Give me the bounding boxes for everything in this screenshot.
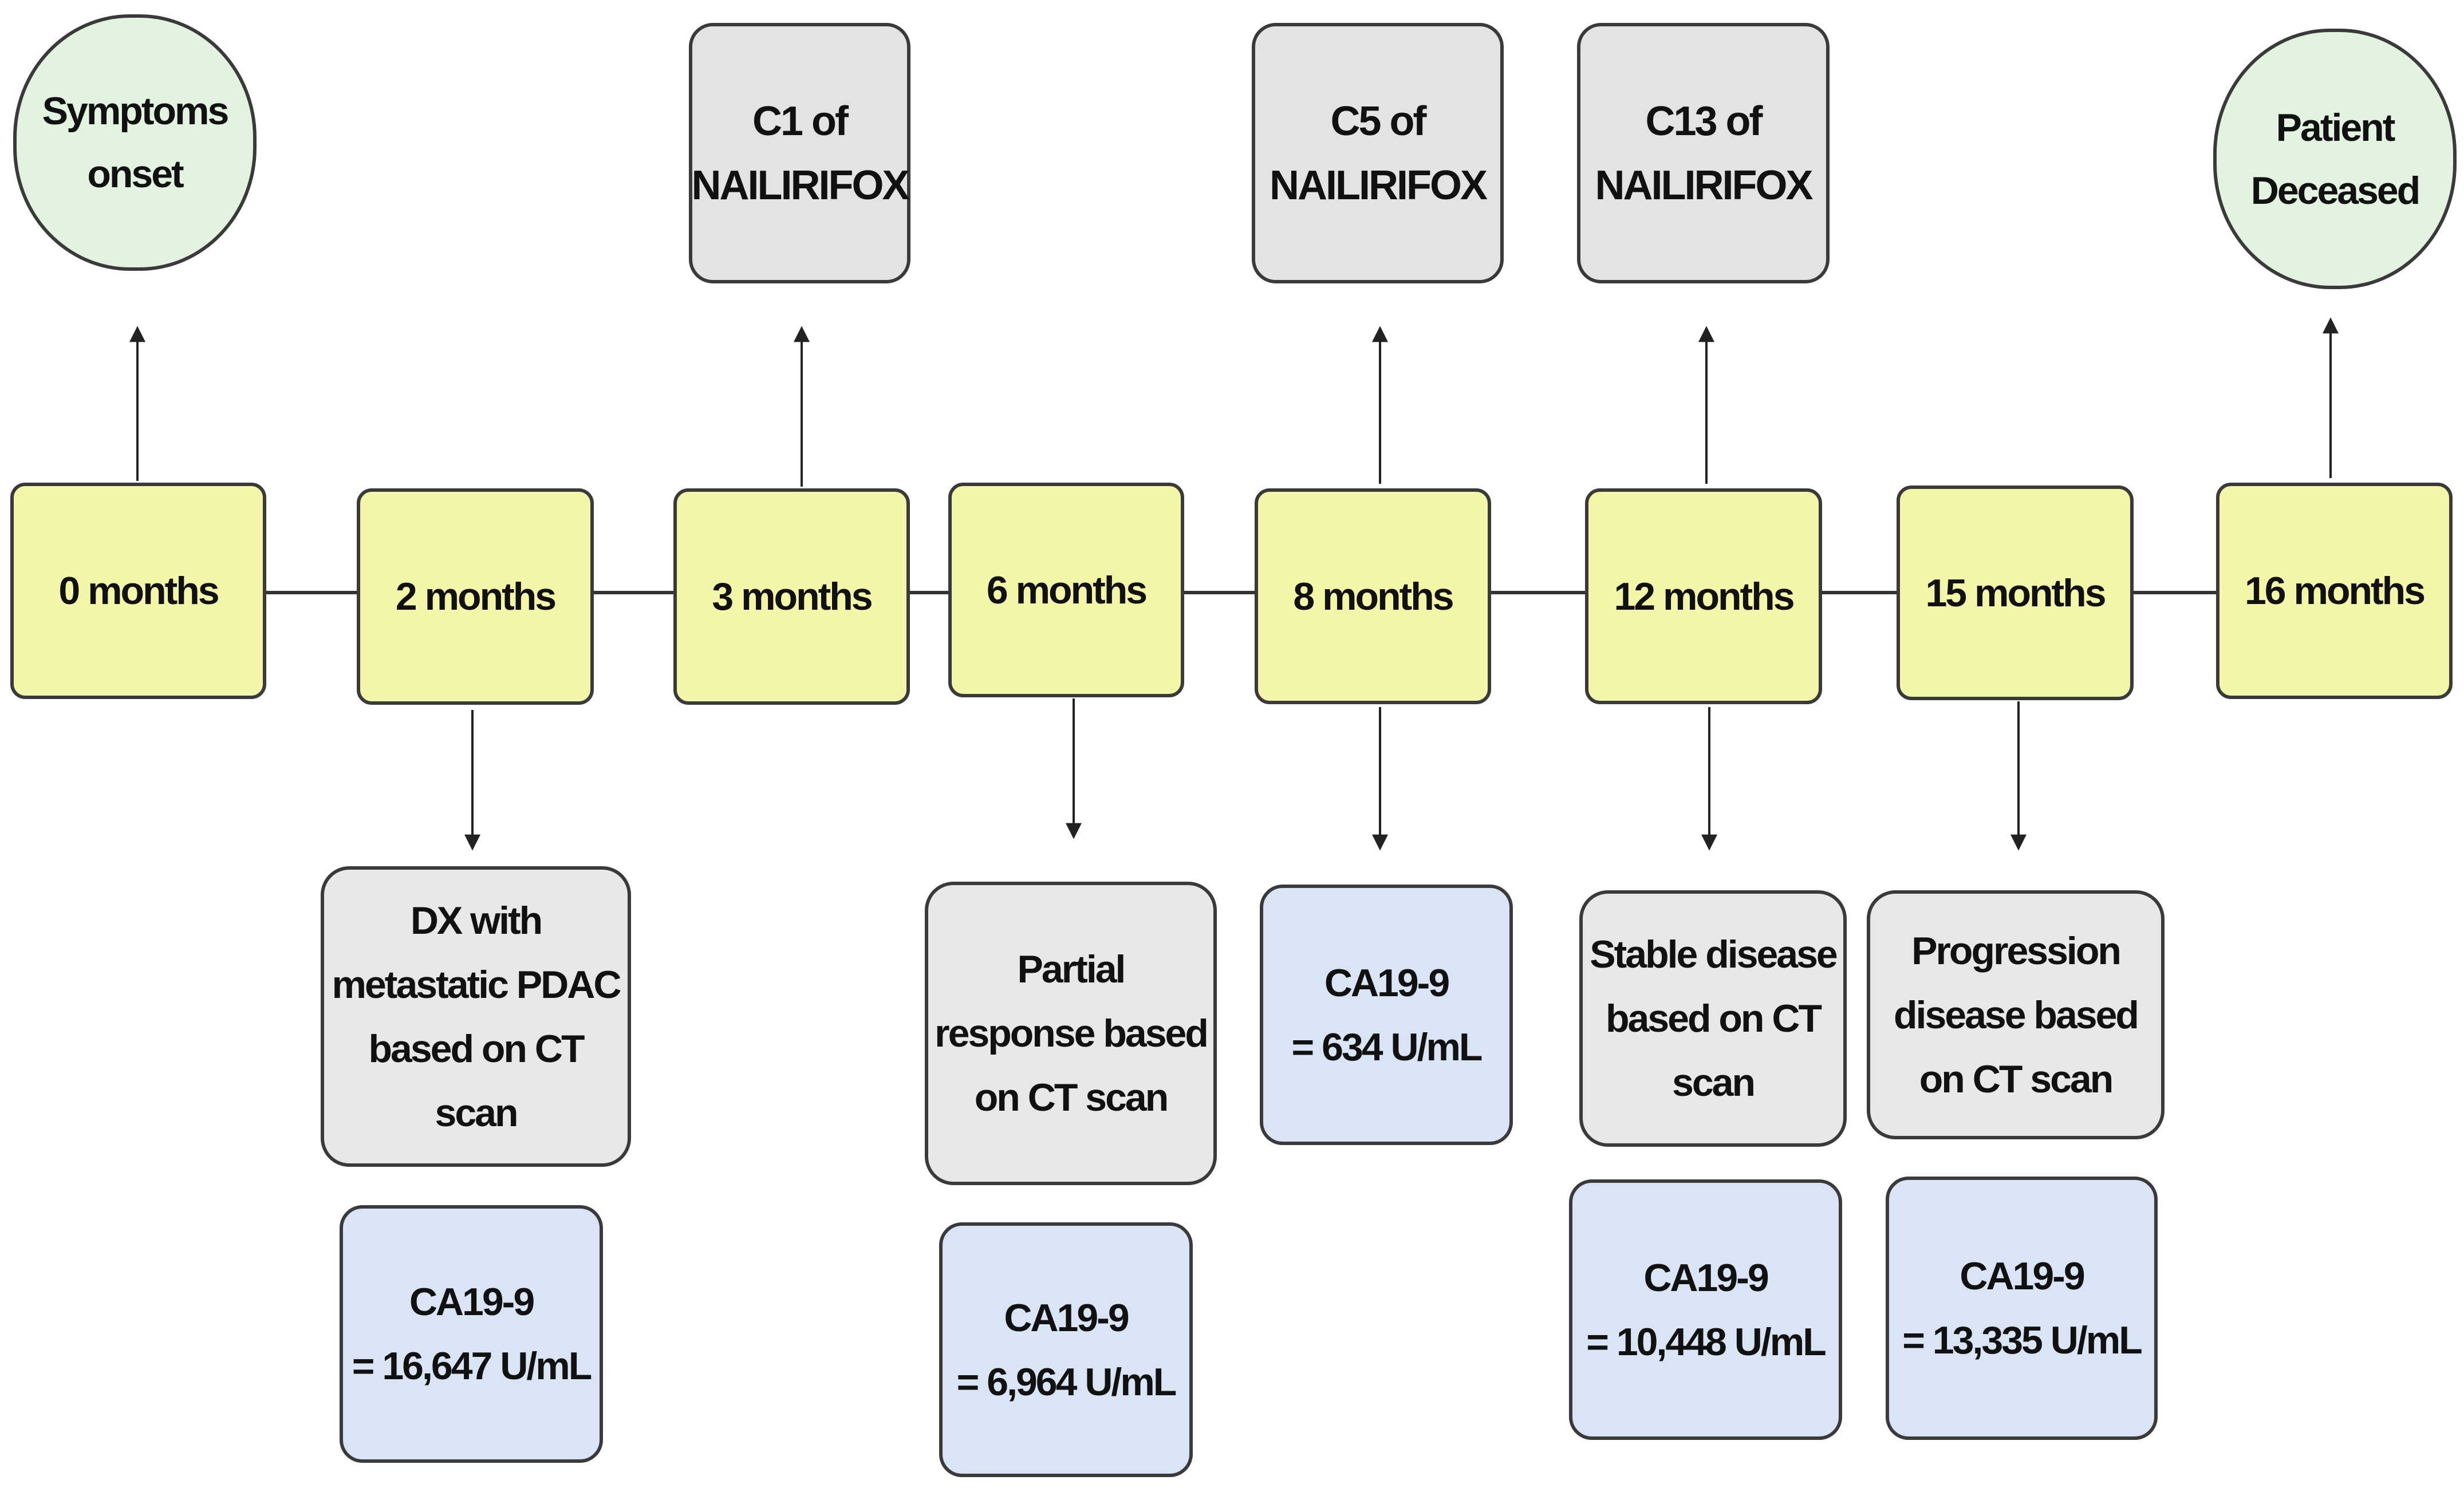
finding-line: Progression xyxy=(1911,929,2122,973)
marker-name: CA19-9 xyxy=(1004,1296,1129,1340)
timepoint-label: 16 months xyxy=(2244,569,2426,613)
event-line: Deceased xyxy=(2250,168,2421,212)
timepoint-label: 6 months xyxy=(986,568,1148,612)
finding-line: on CT scan xyxy=(974,1076,1169,1119)
treatment-line: C13 of xyxy=(1645,98,1763,144)
finding-stable-disease: Stable disease based on CT scan xyxy=(1579,890,1847,1147)
treatment-c1: C1 of NAILIRIFOX xyxy=(689,23,910,283)
treatment-line: C5 of xyxy=(1330,98,1427,144)
event-symptoms-onset: Symptoms onset xyxy=(13,14,257,271)
event-patient-deceased: Patient Deceased xyxy=(2213,29,2457,289)
finding-line: Stable disease xyxy=(1590,933,1838,976)
timepoint-label: 0 months xyxy=(58,569,219,613)
timepoint-2-months: 2 months xyxy=(357,488,594,705)
timepoint-6-months: 6 months xyxy=(948,483,1184,697)
timepoint-label: 3 months xyxy=(712,575,873,618)
timepoint-label: 8 months xyxy=(1293,574,1454,618)
finding-line: DX with xyxy=(410,898,543,942)
finding-progression: Progression disease based on CT scan xyxy=(1867,890,2165,1139)
treatment-c13: C13 of NAILIRIFOX xyxy=(1577,23,1830,283)
marker-value: = 634 U/mL xyxy=(1291,1025,1483,1069)
marker-name: CA19-9 xyxy=(409,1280,535,1324)
timepoint-15-months: 15 months xyxy=(1897,486,2134,700)
timepoint-label: 12 months xyxy=(1614,574,1795,618)
marker-value: = 13,335 U/mL xyxy=(1902,1319,2142,1362)
treatment-line: NAILIRIFOX xyxy=(1270,162,1488,208)
marker-value: = 10,448 U/mL xyxy=(1586,1320,1826,1364)
marker-value: = 6,964 U/mL xyxy=(956,1360,1177,1404)
finding-line: based on CT xyxy=(1605,997,1822,1040)
timepoint-label: 15 months xyxy=(1925,571,2106,615)
finding-line: response based xyxy=(935,1012,1209,1055)
marker-name: CA19-9 xyxy=(1960,1254,2085,1298)
timepoint-16-months: 16 months xyxy=(2216,483,2453,699)
finding-line: metastatic PDAC xyxy=(332,962,622,1006)
finding-line: based on CT scan xyxy=(368,1027,585,1135)
treatment-line: C1 of xyxy=(752,98,849,144)
timepoint-8-months: 8 months xyxy=(1255,488,1491,704)
finding-line: Partial xyxy=(1017,948,1126,991)
marker-name: CA19-9 xyxy=(1324,961,1450,1005)
timepoint-12-months: 12 months xyxy=(1585,488,1822,704)
marker-ca199-2-months: CA19-9 = 16,647 U/mL xyxy=(340,1205,603,1463)
event-line: onset xyxy=(87,152,184,196)
timepoint-0-months: 0 months xyxy=(10,483,266,699)
event-line: Patient xyxy=(2276,105,2396,149)
finding-line: scan xyxy=(1672,1061,1756,1104)
finding-line: disease based xyxy=(1894,993,2139,1037)
finding-line: on CT scan xyxy=(1919,1057,2114,1101)
marker-ca199-15-months: CA19-9 = 13,335 U/mL xyxy=(1886,1177,2158,1440)
treatment-line: NAILIRIFOX xyxy=(691,162,910,208)
treatment-c5: C5 of NAILIRIFOX xyxy=(1252,23,1504,283)
event-line: Symptoms xyxy=(42,89,230,133)
marker-ca199-6-months: CA19-9 = 6,964 U/mL xyxy=(939,1222,1193,1477)
treatment-line: NAILIRIFOX xyxy=(1595,162,1813,208)
marker-ca199-8-months: CA19-9 = 634 U/mL xyxy=(1260,885,1513,1145)
timepoint-label: 2 months xyxy=(395,575,557,618)
timepoint-3-months: 3 months xyxy=(673,488,910,705)
finding-diagnosis: DX with metastatic PDAC based on CT scan xyxy=(321,866,631,1167)
marker-ca199-12-months: CA19-9 = 10,448 U/mL xyxy=(1569,1179,1842,1440)
marker-value: = 16,647 U/mL xyxy=(352,1344,592,1388)
marker-name: CA19-9 xyxy=(1643,1256,1769,1300)
finding-partial-response: Partial response based on CT scan xyxy=(925,882,1217,1185)
